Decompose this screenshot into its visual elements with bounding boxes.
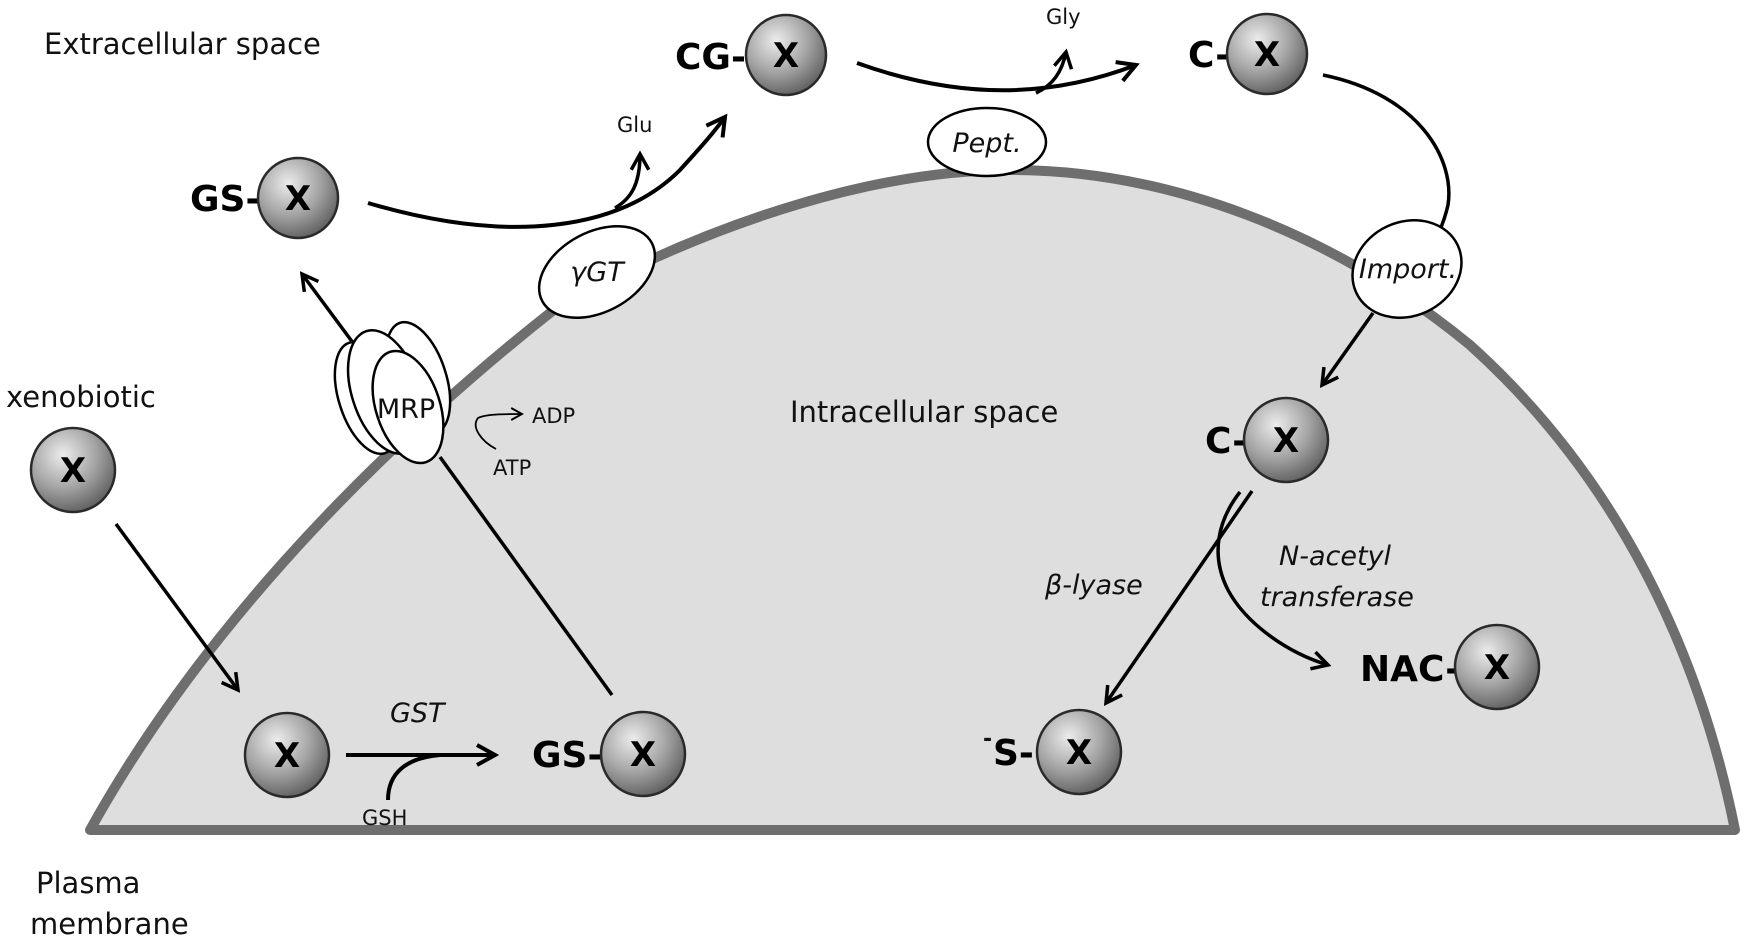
molecule-c-x-intracellular: C- X (1205, 396, 1330, 484)
nat-label-line2: transferase (1260, 582, 1414, 613)
import-arrow (1322, 311, 1375, 385)
ygt-label: γGT (570, 257, 626, 288)
cg-prefix: CG- (675, 37, 746, 78)
ygt-arrow (367, 117, 725, 229)
x-label: X (1066, 733, 1092, 773)
molecule-s-x: - S- X (983, 708, 1123, 796)
x-label: X (630, 735, 656, 775)
glu-label: Glu (617, 113, 652, 137)
gsh-label: GSH (362, 806, 407, 830)
beta-lyase-label: β-lyase (1044, 570, 1143, 601)
gst-label: GST (390, 698, 447, 729)
gly-branch (1035, 52, 1066, 95)
atp-label: ATP (493, 456, 531, 480)
atp-adp-arrow (474, 407, 524, 450)
gs-prefix-extracellular: GS- (190, 179, 260, 220)
molecule-x-intracellular: X (243, 711, 331, 799)
molecule-c-x-extracellular: C- X (1188, 12, 1309, 96)
nat-arrow (1216, 490, 1328, 665)
molecule-gs-x-extracellular: GS- X (190, 156, 340, 240)
x-label: X (274, 736, 300, 776)
c-prefix-intracellular: C- (1205, 421, 1247, 462)
ygt-enzyme: γGT (537, 224, 657, 320)
gsx-to-mrp-line (438, 455, 614, 697)
extracellular-label: Extracellular space (44, 27, 321, 61)
entry-arrow (114, 522, 238, 690)
gs-prefix-intracellular: GS- (532, 735, 602, 776)
import-enzyme: Import. (1351, 219, 1463, 319)
s-charge: - (983, 727, 992, 752)
x-label: X (1273, 421, 1299, 461)
cell-body (85, 165, 1740, 835)
x-label: X (285, 179, 311, 219)
x-label: X (60, 451, 86, 491)
intracellular-label: Intracellular space (790, 395, 1058, 429)
plasma-membrane-label-line2: membrane (30, 907, 189, 941)
glu-branch (614, 154, 640, 210)
gsh-curve (386, 753, 441, 801)
xenobiotic-label: xenobiotic (6, 380, 156, 414)
nac-prefix: NAC- (1360, 649, 1460, 690)
s-prefix: S- (993, 733, 1034, 774)
adp-label: ADP (532, 404, 575, 428)
pept-arrow (856, 63, 1136, 93)
molecule-nac-x: NAC- X (1360, 623, 1541, 711)
pept-label: Pept. (952, 128, 1021, 159)
mrp-label: MRP (377, 394, 435, 425)
beta-lyase-arrow (1106, 490, 1254, 703)
plasma-membrane-label-line1: Plasma (36, 866, 140, 900)
import-label: Import. (1359, 254, 1457, 285)
x-label: X (1484, 648, 1510, 688)
nat-label-line1: N-acetyl (1279, 541, 1392, 572)
molecule-gs-x-intracellular: GS- X (532, 710, 687, 798)
c-prefix-extracellular: C- (1188, 35, 1230, 76)
molecule-cg-x: CG- X (675, 13, 828, 97)
gly-label: Gly (1046, 5, 1081, 29)
molecule-xenobiotic: X (29, 426, 117, 514)
x-label: X (1254, 35, 1280, 75)
x-label: X (773, 36, 799, 76)
pept-enzyme: Pept. (926, 106, 1048, 178)
mrp-transporter: MRP (333, 320, 452, 465)
